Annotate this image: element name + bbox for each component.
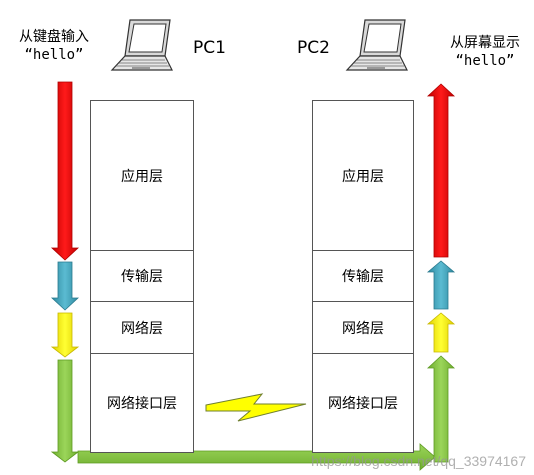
interface-arrow-right — [77, 443, 436, 471]
pc2-layer-transport: 传输层 — [312, 250, 414, 302]
right-caption-line1: 从屏幕显示 — [450, 35, 520, 51]
network-arrow-down — [50, 312, 80, 358]
pc2-label: PC2 — [297, 38, 330, 58]
left-caption: 从键盘输入 “hello” — [4, 28, 104, 64]
left-caption-line2: “hello” — [24, 47, 84, 63]
pc2-layer-network: 网络层 — [312, 301, 414, 354]
application-arrow-up — [426, 83, 456, 258]
right-arrows — [426, 83, 456, 463]
lightning-bolt-icon — [205, 393, 307, 422]
pc1-layer-application: 应用层 — [90, 100, 194, 251]
transport-arrow-down — [50, 261, 80, 311]
network-arrow-up — [426, 312, 456, 353]
right-caption: 从屏幕显示 “hello” — [436, 34, 534, 70]
pc2-layer-interface: 网络接口层 — [312, 353, 414, 453]
left-arrows — [50, 81, 80, 463]
transport-arrow-up — [426, 260, 456, 310]
interface-arrow-up — [426, 355, 456, 463]
application-arrow-down — [50, 81, 80, 261]
pc1-label: PC1 — [193, 38, 226, 58]
pc1-layer-transport: 传输层 — [90, 250, 194, 302]
watermark: https://blog.csdn.net/qq_33974167 — [311, 453, 526, 469]
laptop-icon — [110, 19, 173, 71]
pc1-layer-network: 网络层 — [90, 301, 194, 354]
interface-arrow-down — [50, 359, 80, 463]
right-caption-line2: “hello” — [455, 53, 515, 69]
laptop-icon — [345, 19, 408, 71]
pc1-layer-interface: 网络接口层 — [90, 353, 194, 453]
left-caption-line1: 从键盘输入 — [19, 29, 89, 45]
pc2-layer-application: 应用层 — [312, 100, 414, 251]
